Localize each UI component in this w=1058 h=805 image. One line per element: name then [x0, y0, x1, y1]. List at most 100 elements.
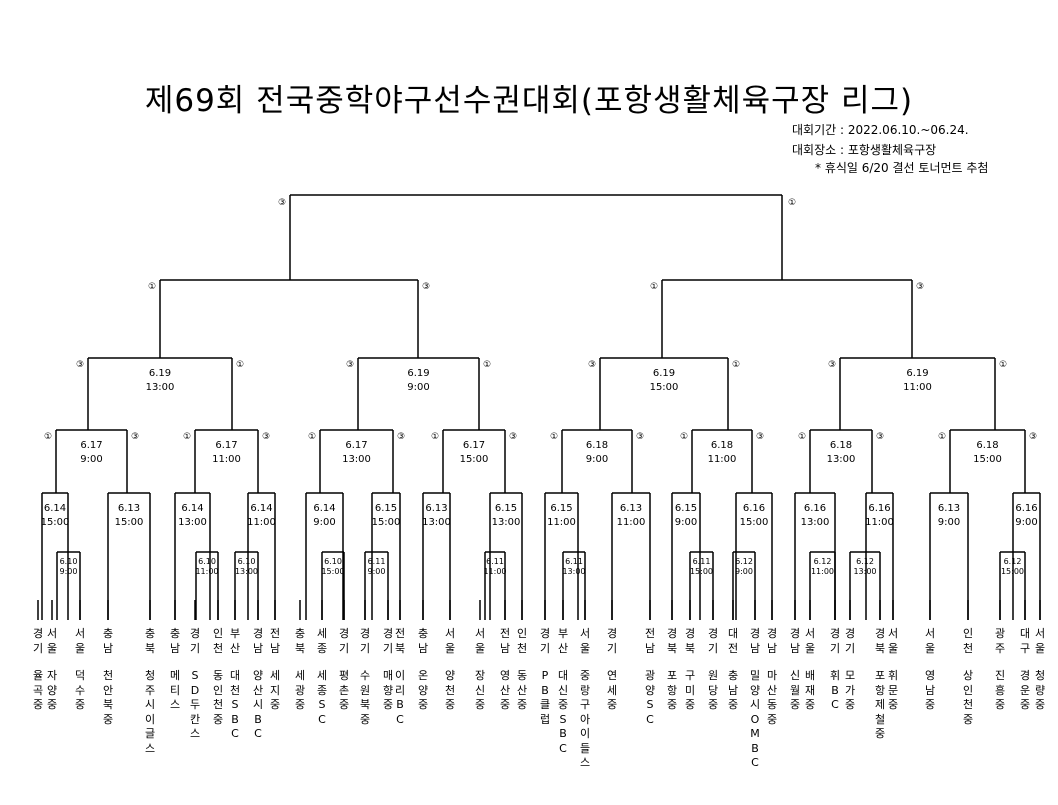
r16-mark: ①	[550, 432, 558, 442]
team-region: 경 기	[539, 627, 551, 655]
team-name: 자 양 중	[46, 669, 58, 711]
team-name: 신 월 중	[789, 669, 801, 711]
team-region: 경 북	[874, 627, 886, 655]
team-region: 인 천	[962, 627, 974, 655]
team-region: 서 울	[804, 627, 816, 655]
team-region: 대 전	[727, 627, 739, 655]
team-region: 서 울	[444, 627, 456, 655]
team-name: 경 운 중	[1019, 669, 1031, 711]
team-region: 세 종	[316, 627, 328, 655]
team-region: 경 기	[189, 627, 201, 655]
round16-label: 6.18	[586, 440, 608, 451]
team-region: 대 구	[1019, 627, 1031, 655]
team-region: 전 남	[499, 627, 511, 655]
qf-mark: ③	[76, 360, 84, 370]
team-name: 메 티 스	[169, 669, 181, 711]
semi-mark: ①	[148, 282, 156, 292]
r16-mark: ③	[756, 432, 764, 442]
round32-label: 6.14	[181, 503, 203, 514]
round32-label: 6.16	[804, 503, 826, 514]
team-name: 평 촌 중	[338, 669, 350, 711]
team-name: 배 재 중	[804, 669, 816, 711]
team-region: 충 남	[102, 627, 114, 655]
team-name: 세 지 중	[269, 669, 281, 711]
round32-label: 9:00	[1015, 517, 1037, 528]
team-name: 청 주 시 이 글 스	[144, 669, 156, 755]
final-mark: ①	[788, 198, 796, 208]
team-region: 충 남	[417, 627, 429, 655]
round32-label: 11:00	[865, 517, 894, 528]
round16-label: 6.17	[80, 440, 102, 451]
team-name: 천 안 북 중	[102, 669, 114, 726]
team-region: 경 기	[707, 627, 719, 655]
team-region: 경 기	[829, 627, 841, 655]
first-round-label: 11:00	[483, 567, 506, 576]
team-name: 장 신 중	[474, 669, 486, 711]
first-round-label: 6.12	[856, 557, 874, 566]
round16-label: 11:00	[708, 454, 737, 465]
team-name: 동 인 천 중	[212, 669, 224, 726]
round32-label: 11:00	[247, 517, 276, 528]
round32-label: 6.16	[868, 503, 890, 514]
round32-label: 6.15	[550, 503, 572, 514]
team-name: 양 산 시 B C	[252, 669, 264, 740]
r16-mark: ③	[636, 432, 644, 442]
round32-label: 15:00	[740, 517, 769, 528]
team-region: 부 산	[229, 627, 241, 655]
final-mark: ③	[278, 198, 286, 208]
team-name: 영 남 중	[924, 669, 936, 711]
r16-mark: ③	[262, 432, 270, 442]
team-name: 동 산 중	[516, 669, 528, 711]
round32-label: 15:00	[372, 517, 401, 528]
r16-mark: ③	[131, 432, 139, 442]
round16-label: 13:00	[342, 454, 371, 465]
round16-label: 6.17	[345, 440, 367, 451]
first-round-label: 6.12	[735, 557, 753, 566]
team-region: 경 북	[666, 627, 678, 655]
first-round-label: 13:00	[235, 567, 258, 576]
quarterfinal-label: 6.19	[149, 368, 171, 379]
round32-label: 6.14	[250, 503, 272, 514]
round32-label: 6.13	[425, 503, 447, 514]
first-round-label: 13:00	[853, 567, 876, 576]
first-round-label: 15:00	[1001, 567, 1024, 576]
team-name: 온 양 중	[417, 669, 429, 711]
first-round-label: 15:00	[690, 567, 713, 576]
first-round-label: 15:00	[321, 567, 344, 576]
round32-label: 6.15	[675, 503, 697, 514]
team-name: 구 미 중	[684, 669, 696, 711]
round32-label: 9:00	[938, 517, 960, 528]
round16-label: 6.18	[711, 440, 733, 451]
r16-mark: ①	[183, 432, 191, 442]
first-round-label: 11:00	[811, 567, 834, 576]
r16-mark: ③	[397, 432, 405, 442]
r16-mark: ①	[680, 432, 688, 442]
round16-label: 6.17	[215, 440, 237, 451]
round32-label: 15:00	[41, 517, 70, 528]
first-round-label: 9:00	[735, 567, 753, 576]
team-region: 경 남	[252, 627, 264, 655]
team-region: 인 천	[516, 627, 528, 655]
team-region: 경 기	[32, 627, 44, 655]
round32-label: 6.15	[375, 503, 397, 514]
team-region: 경 남	[749, 627, 761, 655]
team-name: 청 량 중	[1034, 669, 1046, 711]
r16-mark: ①	[938, 432, 946, 442]
round32-label: 11:00	[617, 517, 646, 528]
round32-label: 13:00	[801, 517, 830, 528]
team-name: 양 천 중	[444, 669, 456, 711]
round32-label: 11:00	[547, 517, 576, 528]
team-name: 대 천 S B C	[229, 669, 241, 740]
tournament-title: 제69회 전국중학야구선수권대회(포항생활체육구장 리그)	[144, 83, 914, 119]
team-name: 영 산 중	[499, 669, 511, 711]
round32-label: 13:00	[178, 517, 207, 528]
qf-mark: ①	[236, 360, 244, 370]
team-region: 충 북	[144, 627, 156, 655]
quarterfinal-label: 11:00	[903, 382, 932, 393]
team-name: 광 양 S C	[644, 669, 656, 726]
round32-label: 13:00	[422, 517, 451, 528]
team-name: 매 향 중	[382, 669, 394, 711]
team-region: 서 울	[474, 627, 486, 655]
round32-label: 6.16	[1015, 503, 1037, 514]
